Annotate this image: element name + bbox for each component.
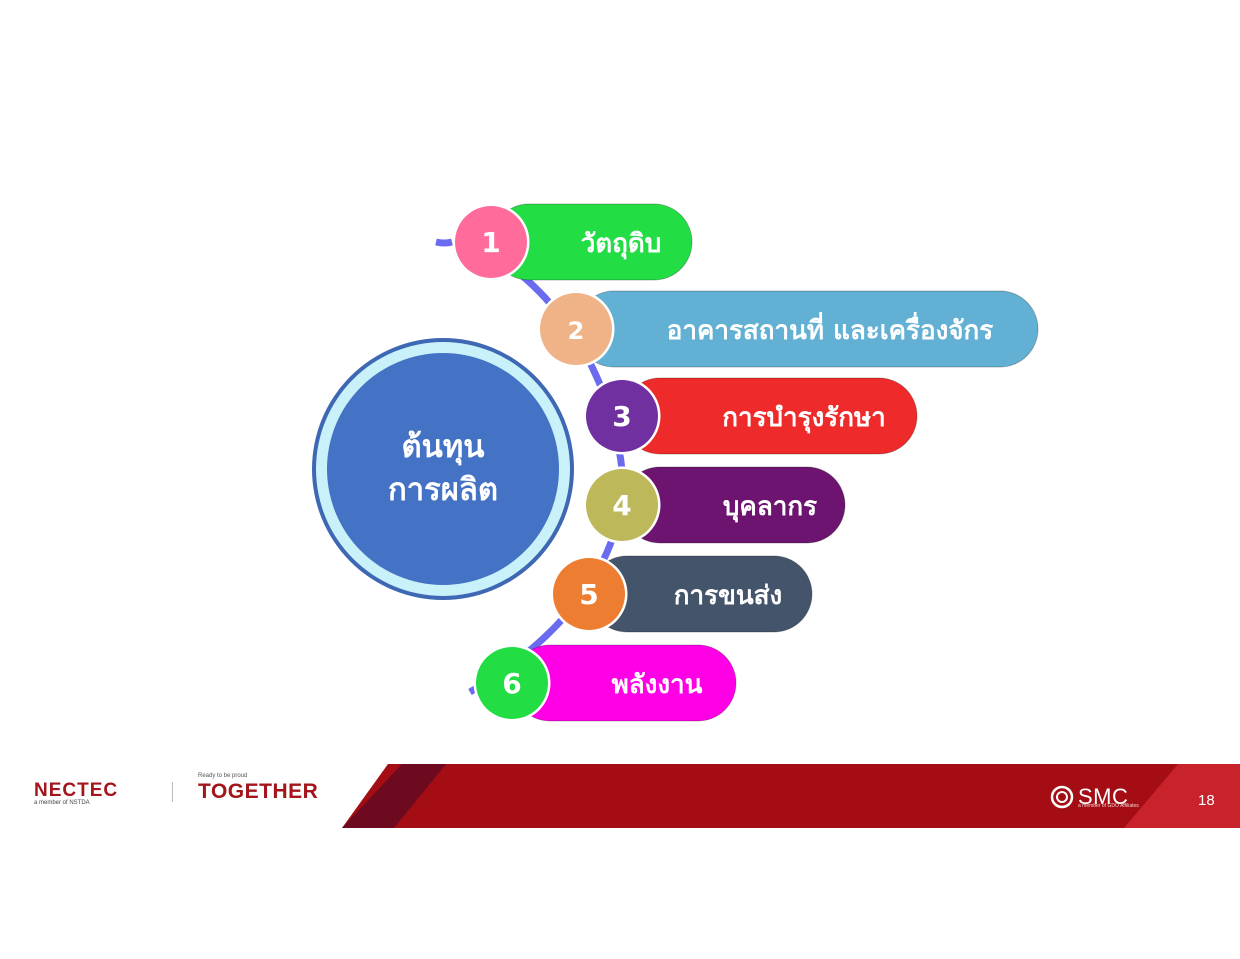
nectec-tagline: a member of NSTDA [34,800,90,806]
cost-item-number: 1 [481,226,500,259]
center-label-line1: ต้นทุน [402,429,485,466]
cost-item-label: พลังงาน [612,670,703,700]
cost-item-number: 6 [502,667,521,700]
smc-tagline: a member of GDO Affiliates [1078,803,1139,809]
together-tagline: Ready to be proud [198,773,248,779]
cost-items: 1 วัตถุดิบ 2 อาคารสถานที่ และเครื่องจักร 3 กา… [452,203,1039,722]
logo-divider [172,782,173,802]
cost-item-4: 4 บุคลากร [583,466,846,544]
center-circle [327,353,559,585]
cost-item-number: 2 [568,317,585,345]
cost-item-number-circle [476,647,548,719]
cost-item-number: 5 [579,578,598,611]
footer-bar [342,764,1240,828]
page-number: 18 [1198,792,1215,809]
cost-item-number-circle [540,293,612,365]
cost-item-number-circle [586,469,658,541]
cost-item-label: การบำรุงรักษา [722,403,886,434]
cost-item-number-circle [553,558,625,630]
cost-item-number-circle [455,206,527,278]
cost-item-number: 4 [612,489,631,522]
smc-logo: SMC [1050,784,1128,810]
cost-item-label: วัตถุดิบ [581,229,662,260]
footer-bar-light-stripe [1124,764,1240,828]
cost-item-number-circle [586,380,658,452]
cost-item-number: 3 [612,400,631,433]
cost-item-6: 6 พลังงาน [473,644,737,722]
smc-ring-icon [1050,785,1074,809]
cost-item-2: 2 อาคารสถานที่ และเครื่องจักร [537,290,1039,368]
nectec-logo: NECTEC [34,780,119,801]
smc-wordmark: SMC [1078,784,1129,809]
footer-bar-main [342,764,1240,828]
cost-item-label: บุคลากร [723,492,817,523]
cost-item-1: 1 วัตถุดิบ [452,203,693,281]
cost-item-label: การขนส่ง [674,581,782,611]
cost-item-label: อาคารสถานที่ และเครื่องจักร [667,311,994,346]
cost-item-3: 3 การบำรุงรักษา [583,377,918,455]
cost-diagram: ต้นทุน การผลิต 1 วัตถุดิบ 2 อาคารสถานที่ แล… [312,203,1039,722]
center-label-line2: การผลิต [388,472,498,508]
cost-item-5: 5 การขนส่ง [550,555,813,633]
center-node: ต้นทุน การผลิต [312,338,574,600]
footer-bar-dark-stripe [342,764,446,828]
together-logo: TOGETHER [198,780,319,803]
